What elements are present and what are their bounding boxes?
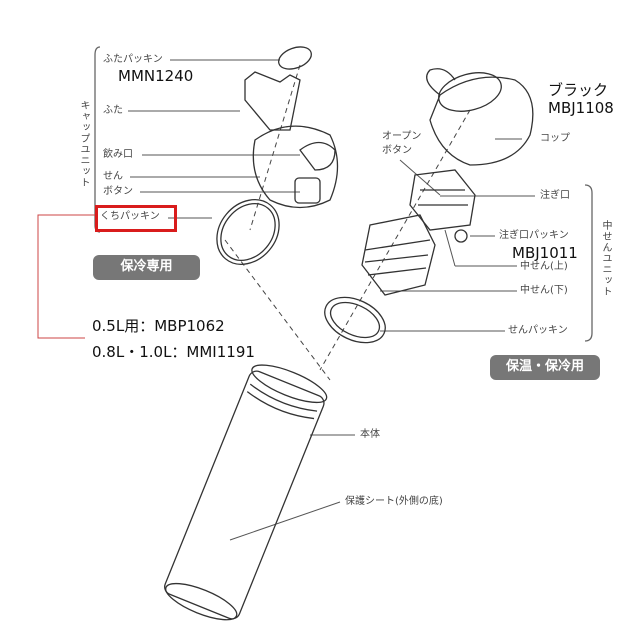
mouth-packing-part xyxy=(216,199,280,265)
stopper-label: せん xyxy=(103,171,123,182)
bottom-sheet-label: 保護シート(外側の底) xyxy=(345,496,443,507)
spout-packing-code: MBJ1011 xyxy=(512,244,578,262)
open-button-label-1: オープン xyxy=(382,131,422,142)
inner-upper-label: 中せん(上) xyxy=(520,261,568,272)
bottle-body-part xyxy=(164,364,328,621)
spout-packing-part xyxy=(454,229,468,243)
mouth-packing-code-large: 0.8L・1.0L：MMI1191 xyxy=(92,343,255,361)
lid-part xyxy=(244,71,301,131)
highlight-box xyxy=(95,205,177,232)
inner-lower-label: 中せん(下) xyxy=(520,285,568,296)
inner-unit-bracket xyxy=(584,184,593,342)
inner-plug-part xyxy=(361,214,436,296)
hot-cold-badge: 保温・保冷用 xyxy=(490,355,600,380)
open-button-label-2: ボタン xyxy=(382,145,412,156)
lid-packing-code: MMN1240 xyxy=(118,67,194,85)
mouthpiece-label: 飲み口 xyxy=(103,149,133,160)
cap-unit-title: キャップユニット xyxy=(78,100,89,188)
spout-packing-label: 注ぎ口パッキン xyxy=(499,230,569,241)
stopper-packing-label: せんパッキン xyxy=(508,325,568,336)
mouthpiece-part xyxy=(299,141,336,171)
cap-body-part xyxy=(252,125,339,209)
stopper-packing-inner-ring xyxy=(329,301,381,339)
button-label: ボタン xyxy=(103,186,133,197)
cup-part xyxy=(429,76,534,166)
body-label: 本体 xyxy=(360,429,380,440)
cup-code: MBJ1108 xyxy=(548,99,614,117)
mouth-packing-label: くちパッキン xyxy=(100,211,160,222)
lid-label: ふた xyxy=(103,105,123,116)
leader-lines xyxy=(128,59,535,541)
mouth-packing-code-small: 0.5L用：MBP1062 xyxy=(92,317,225,335)
inner-unit-title: 中せんユニット xyxy=(600,220,611,297)
cup-handle xyxy=(426,68,456,96)
spout-part xyxy=(409,169,476,231)
cup-label: コップ xyxy=(540,133,570,144)
red-leader-line xyxy=(37,214,95,339)
assembly-axis-lines xyxy=(224,64,471,381)
button-part xyxy=(294,177,321,204)
spout-label: 注ぎ口 xyxy=(540,190,570,201)
stopper-packing-part xyxy=(324,296,386,344)
mouth-packing-inner-ring xyxy=(220,203,276,261)
cold-only-badge: 保冷専用 xyxy=(93,255,200,280)
lid-packing-part xyxy=(278,46,312,70)
cup-color: ブラック xyxy=(548,81,609,99)
lid-packing-label: ふたパッキン xyxy=(103,54,163,65)
cup-rim xyxy=(438,72,502,112)
spout-detail xyxy=(418,189,468,206)
inner-plug-threads xyxy=(364,239,431,276)
